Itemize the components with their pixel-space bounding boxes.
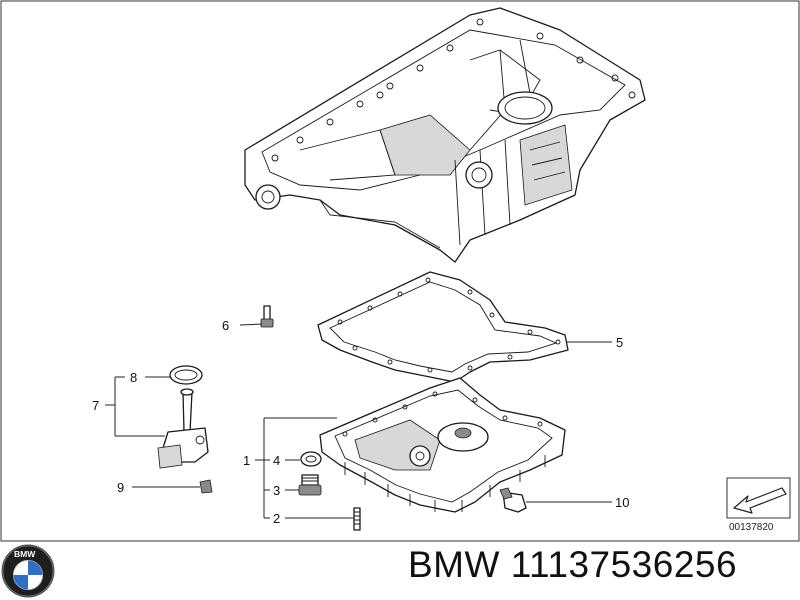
oil-pan-lower-section [319, 377, 566, 513]
callout-6: 6 [222, 318, 229, 333]
part-6-bolt [260, 305, 274, 328]
callout-1: 1 [243, 453, 250, 468]
part-3-drain-plug [298, 474, 322, 496]
callout-9: 9 [117, 480, 124, 495]
part-7-oil-level-sensor [157, 388, 209, 469]
callout-7: 7 [92, 398, 99, 413]
bmw-logo-text: BMW [14, 549, 36, 559]
part-8-o-ring [169, 365, 203, 385]
part-10-clip [499, 487, 527, 513]
part-2-stud [353, 507, 361, 531]
part-4-seal-ring [300, 451, 322, 467]
leader-lines [105, 323, 612, 519]
callout-10: 10 [615, 495, 629, 510]
bmw-logo: BMW [1, 544, 55, 598]
callout-4: 4 [273, 453, 280, 468]
diagram-frame [0, 0, 800, 542]
part-9-clip [199, 479, 213, 494]
reference-box: 00137820 [726, 477, 791, 533]
reference-number: 00137820 [729, 522, 774, 533]
callout-8: 8 [130, 370, 137, 385]
callout-2: 2 [273, 511, 280, 526]
oil-pan-gasket [317, 271, 569, 383]
page-title: BMW 11137536256 [408, 544, 738, 585]
oil-pan-upper-section [244, 7, 646, 263]
callout-5: 5 [616, 335, 623, 350]
arrow-icon [733, 487, 787, 514]
callout-3: 3 [273, 483, 280, 498]
